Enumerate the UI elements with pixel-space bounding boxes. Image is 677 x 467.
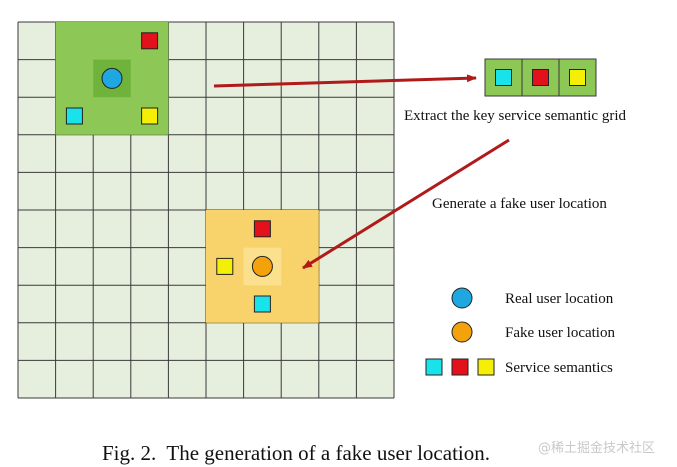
service-yellow-square [141, 107, 159, 125]
service-cyan-square [65, 107, 83, 125]
legend-semantic-square [425, 358, 443, 376]
service-red-square [141, 32, 159, 50]
legend-label: Service semantics [505, 360, 613, 376]
key-semantic-strip [484, 58, 597, 97]
service-red-square [253, 220, 271, 238]
figure-caption: Fig. 2. The generation of a fake user lo… [102, 441, 490, 465]
legend-semantic-square [451, 358, 469, 376]
generate-arrow [302, 138, 510, 270]
legend-semantic-square [477, 358, 495, 376]
fake-user-marker [251, 255, 273, 277]
legend-label: Real user location [505, 291, 614, 307]
strip-semantic-square [495, 69, 512, 86]
strip-cell [484, 58, 523, 97]
watermark: @稀土掘金技术社区 [538, 440, 655, 456]
service-yellow-square [216, 257, 234, 275]
legend-real-marker [451, 287, 473, 309]
legend-item: Real user location [451, 287, 614, 309]
real-user-marker [101, 67, 123, 89]
extract-arrow [213, 74, 477, 88]
legend-fake-marker [451, 321, 473, 343]
service-cyan-square [253, 295, 271, 313]
grid-markers [65, 32, 273, 313]
strip-semantic-square [569, 69, 586, 86]
legend-label: Fake user location [505, 325, 615, 341]
legend-item: Service semantics [425, 358, 613, 376]
generate-label: Generate a fake user location [432, 196, 607, 212]
legend-item: Fake user location [451, 321, 615, 343]
strip-semantic-square [532, 69, 549, 86]
extract-label: Extract the key service semantic grid [404, 108, 626, 124]
